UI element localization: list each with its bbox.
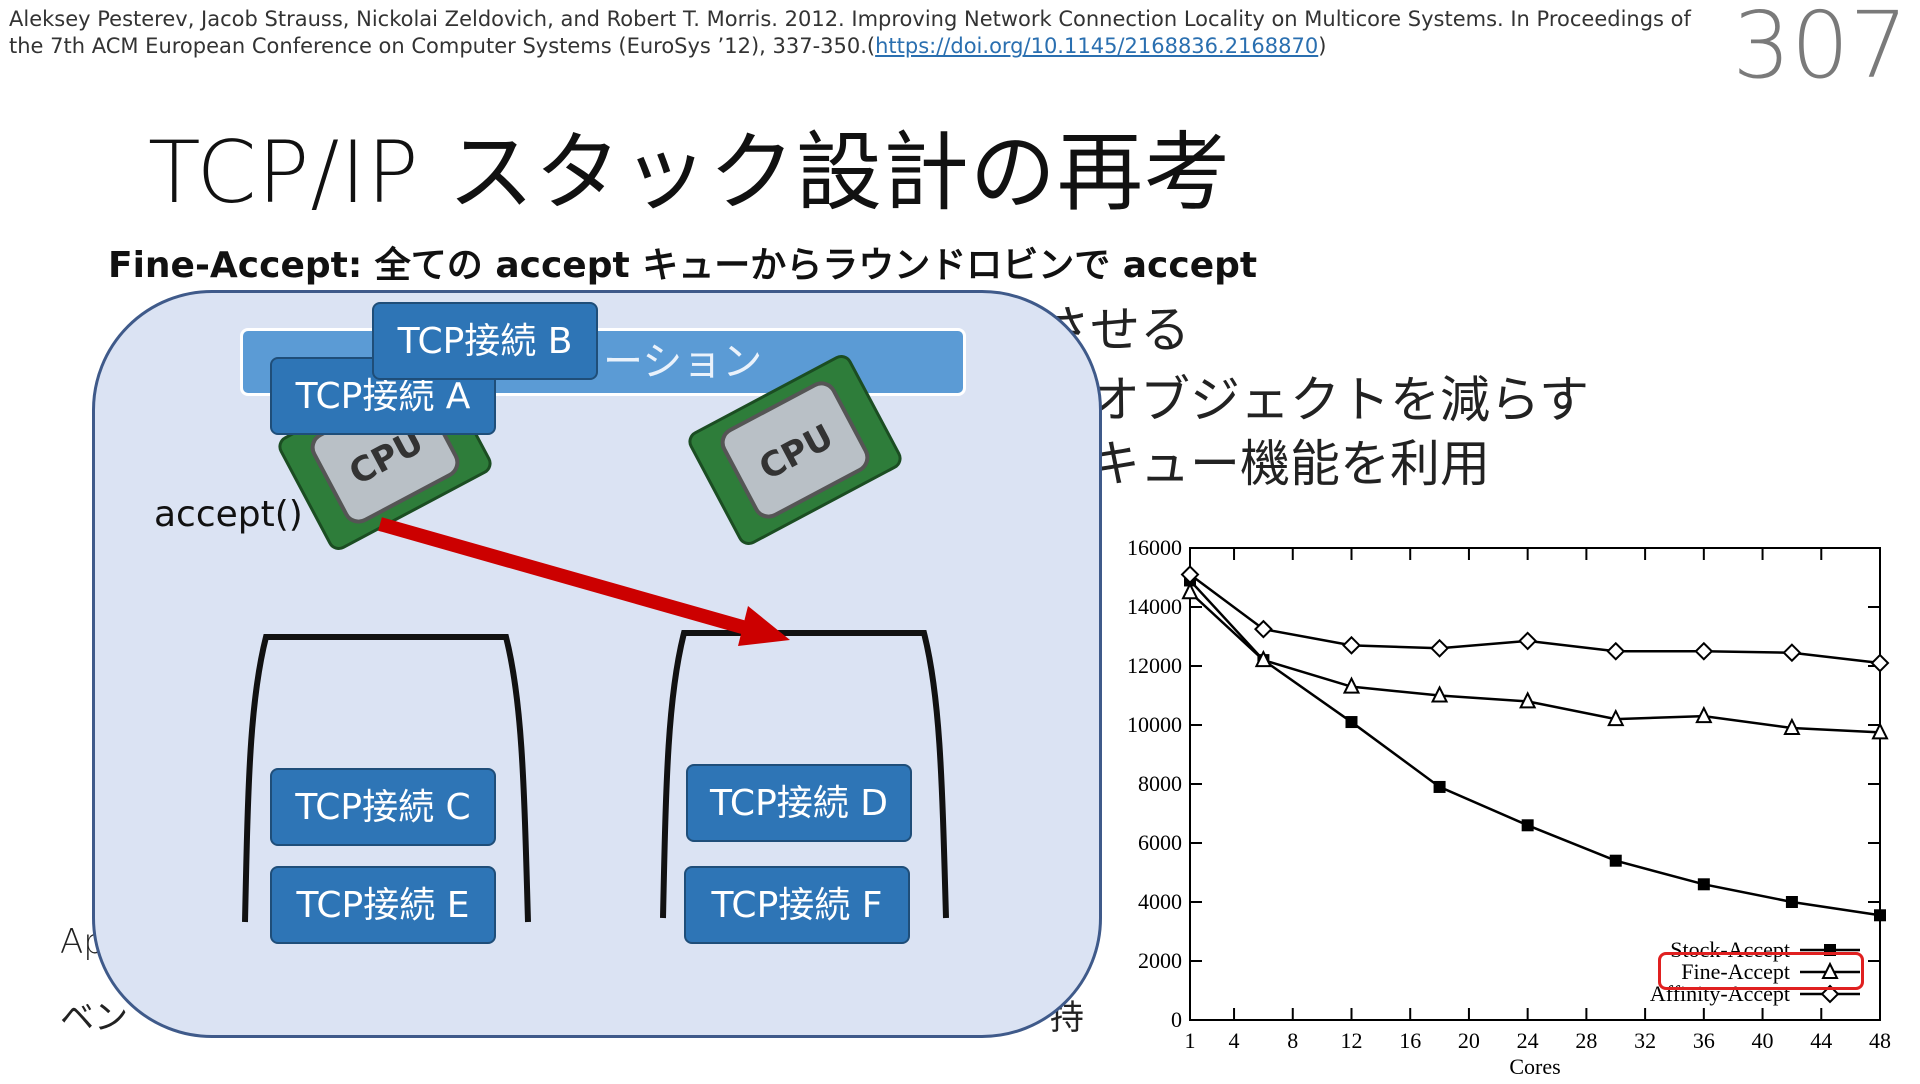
x-tick-label: 44 [1810, 1028, 1832, 1053]
data-point-fine-accept [1430, 685, 1449, 703]
accept-arrow-icon [378, 517, 762, 639]
bullet-fragment-2: オブジェクトを減らす [1090, 371, 1589, 429]
x-tick-label: 20 [1458, 1028, 1480, 1053]
y-tick-label: 16000 [1127, 535, 1182, 560]
accept-call-label: accept() [154, 494, 303, 535]
x-axis-label: Cores [1509, 1054, 1560, 1079]
doi-link[interactable]: https://doi.org/10.1145/2168836.2168870 [875, 34, 1319, 58]
y-tick-label: 14000 [1127, 594, 1182, 619]
tcp-connection-d: TCP接続 D [686, 764, 912, 842]
data-point-fine-accept [1519, 691, 1537, 709]
y-tick-label: 8000 [1138, 771, 1182, 796]
fine-accept-highlight [1658, 952, 1864, 990]
tcp-connection-c: TCP接続 C [270, 768, 496, 846]
data-point-stock-accept [1609, 854, 1622, 867]
legend-label: Stock-Accept [1670, 937, 1790, 962]
data-point-affinity-accept [1694, 641, 1714, 661]
accept-queue-shape [660, 630, 949, 919]
arrow-head-icon [738, 606, 790, 646]
y-tick-label: 2000 [1138, 948, 1182, 973]
data-point-stock-accept [1433, 780, 1446, 793]
x-tick-label: 28 [1575, 1028, 1597, 1053]
citation: Aleksey Pesterev, Jacob Strauss, Nickola… [9, 6, 1729, 60]
x-tick-label: 24 [1517, 1028, 1539, 1053]
legend-marker [1821, 961, 1839, 979]
page-number: 307 [1732, 0, 1908, 99]
data-point-stock-accept [1521, 819, 1534, 832]
citation-text: Aleksey Pesterev, Jacob Strauss, Nickola… [9, 7, 1691, 58]
page-title: TCP/IP スタック設計の再考 [148, 123, 1231, 223]
y-tick-label: 6000 [1138, 830, 1182, 855]
accept-queue-shape [242, 634, 531, 923]
y-tick-label: 12000 [1127, 653, 1182, 678]
data-point-affinity-accept [1180, 565, 1200, 584]
bullet-fragment-3: キュー機能を利用 [1090, 435, 1490, 493]
data-point-stock-accept [1785, 896, 1798, 908]
y-tick-label: 0 [1171, 1007, 1182, 1032]
x-tick-label: 1 [1185, 1028, 1196, 1053]
citation-suffix: ) [1318, 34, 1327, 58]
y-tick-label: 10000 [1127, 712, 1182, 737]
data-point-affinity-accept [1253, 619, 1273, 639]
application-label: ーション [603, 339, 763, 385]
x-tick-label: 32 [1634, 1028, 1656, 1053]
x-tick-label: 12 [1340, 1028, 1362, 1053]
legend-label: Affinity-Accept [1650, 981, 1790, 1006]
data-point-affinity-accept [1782, 643, 1802, 663]
cpu-chip-icon: CPU [688, 355, 902, 545]
tcp-connection-e: TCP接続 E [270, 866, 496, 944]
tcp-connection-b: TCP接続 B [372, 302, 598, 380]
x-tick-label: 4 [1229, 1028, 1240, 1053]
data-point-fine-accept [1783, 717, 1801, 735]
x-tick-label: 8 [1287, 1028, 1298, 1053]
legend-label: Fine-Accept [1681, 959, 1790, 984]
left-fragment-2: ベン [60, 998, 128, 1038]
data-point-stock-accept [1697, 878, 1710, 891]
data-point-fine-accept [1695, 705, 1713, 724]
slide-subtitle: Fine-Accept: 全ての accept キューからラウンドロビンで ac… [108, 245, 1258, 286]
data-point-fine-accept [1181, 582, 1199, 600]
data-point-fine-accept [1871, 722, 1889, 740]
data-point-fine-accept [1254, 649, 1273, 668]
data-point-stock-accept [1345, 716, 1358, 729]
data-point-affinity-accept [1342, 635, 1361, 655]
x-tick-label: 40 [1752, 1028, 1774, 1053]
x-tick-label: 48 [1869, 1028, 1891, 1053]
tcp-connection-f: TCP接続 F [684, 866, 910, 944]
data-point-stock-accept [1874, 909, 1886, 922]
y-tick-label: 4000 [1138, 889, 1182, 914]
data-point-fine-accept [1607, 708, 1625, 727]
legend-marker [1820, 984, 1840, 1004]
data-point-affinity-accept [1870, 653, 1890, 673]
data-point-affinity-accept [1606, 641, 1626, 661]
data-point-affinity-accept [1518, 631, 1538, 651]
x-tick-label: 36 [1693, 1028, 1715, 1053]
data-point-fine-accept [1342, 676, 1361, 694]
x-tick-label: 16 [1399, 1028, 1421, 1053]
data-point-affinity-accept [1430, 638, 1449, 658]
